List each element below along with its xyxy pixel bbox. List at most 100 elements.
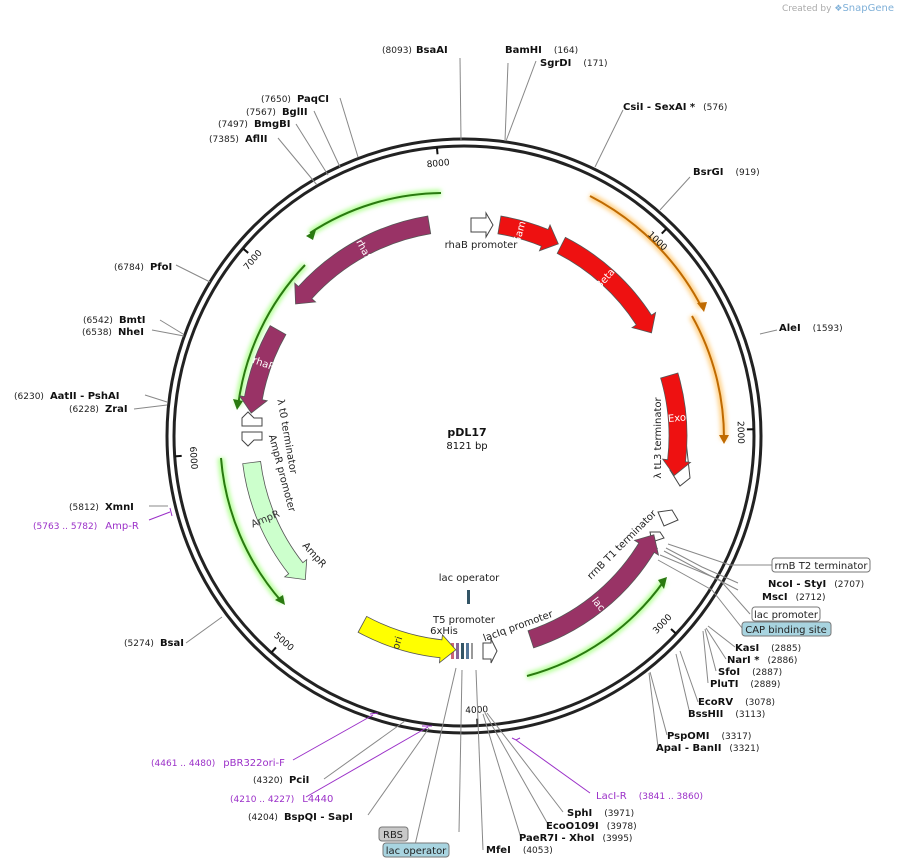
- laciq-promoter-arrow: [482, 638, 498, 664]
- site-pos-bspqi: (4204): [248, 813, 278, 823]
- svg-text:(6228)ZraI: (6228) ZraI: [69, 404, 128, 415]
- svg-text:MscI(2712): MscI (2712): [762, 592, 826, 603]
- leader-lines: [133, 57, 778, 851]
- site-pos-pfoi: (6784): [114, 263, 144, 273]
- site-pos-pluti: (2889): [750, 680, 780, 690]
- svg-text:(5763 .. 5782)Amp-R: (5763 .. 5782) Amp-R: [33, 521, 139, 532]
- boxed-labels: rrnB T2 terminator lac promoter CAP bind…: [378, 557, 871, 858]
- site-csii-sexai: CsiI - SexAI *: [623, 102, 696, 113]
- feature-laci-arrow: [527, 534, 660, 649]
- site-mfei: MfeI: [486, 845, 511, 856]
- tick-label: 5000: [271, 631, 295, 654]
- svg-text:(6538)NheI: (6538) NheI: [82, 327, 144, 338]
- lac-promoter-box: lac promoter: [754, 610, 819, 621]
- primer-labels: LacI-R (3841 .. 3860) (4210 .. 4227)L4440…: [33, 521, 703, 805]
- feature-gam-arrow: [497, 215, 559, 252]
- svg-text:(4461 .. 4480)pBR322ori-F: (4461 .. 4480)pBR322ori-F: [151, 758, 285, 769]
- primer-range-amp-r: (5763 .. 5782): [33, 522, 97, 532]
- tick-label: 3000: [651, 612, 674, 636]
- tick-mark: [661, 227, 668, 235]
- lac-operator-mark: [467, 590, 470, 604]
- site-pos-nhei: (6538): [82, 328, 112, 338]
- credit-prefix: Created by: [781, 4, 832, 14]
- svg-text:(6230)AatII - PshAI: (6230)AatII - PshAI: [14, 391, 119, 402]
- svg-text:CsiI - SexAI *(576): CsiI - SexAI *(576): [623, 102, 727, 113]
- svg-text:AleI(1593): AleI(1593): [779, 323, 843, 334]
- svg-text:SfoI(2887): SfoI(2887): [718, 667, 782, 678]
- svg-text:(4320)PciI: (4320) PciI: [253, 775, 309, 786]
- site-pos-bsai: (5274): [124, 639, 154, 649]
- site-bsshii: BssHII: [688, 709, 723, 720]
- site-pos-aflii: (7385): [209, 135, 239, 145]
- site-pos-bsshii: (3113): [735, 710, 765, 720]
- site-bsai: BsaI: [160, 638, 184, 649]
- site-sfoi: SfoI: [718, 667, 740, 678]
- site-pluti: PluTI: [710, 679, 738, 690]
- primer-range-laci-r: (3841 .. 3860): [639, 792, 703, 802]
- site-zrai: ZraI: [105, 404, 128, 415]
- site-kasi: KasI: [735, 643, 759, 654]
- site-xmni: XmnI: [105, 502, 134, 513]
- svg-text:(5274)BsaI: (5274) BsaI: [124, 638, 184, 649]
- svg-text:LacI-R(3841 .. 3860): LacI-R (3841 .. 3860): [596, 791, 703, 802]
- site-pos-bglii: (7567): [246, 108, 276, 118]
- site-pos-pcii: (4320): [253, 776, 283, 786]
- site-pos-pspomi: (3317): [721, 732, 751, 742]
- feature-ampr-arrow: [242, 460, 308, 581]
- t5-promoter-label: T5 promoter: [432, 615, 496, 626]
- svg-text:(4204)BspQI - SapI: (4204) BspQI - SapI: [248, 812, 353, 823]
- site-pos-mfei: (4053): [523, 846, 553, 856]
- feature-ori-arrow: [357, 615, 457, 664]
- svg-text:MfeI(4053): MfeI (4053): [486, 845, 553, 856]
- site-pcii: PciI: [289, 775, 309, 786]
- primer-laci-r: LacI-R: [596, 791, 627, 802]
- rhab-promoter-label: rhaB promoter: [445, 240, 519, 251]
- plasmid-name: pDL17: [447, 426, 486, 439]
- lac-operator-box: lac operator: [386, 846, 447, 857]
- svg-text:BsrGI(919): BsrGI(919): [693, 167, 760, 178]
- site-pos-sgrdi: (171): [583, 59, 607, 69]
- svg-text:PspOMI(3317): PspOMI(3317): [667, 731, 751, 742]
- site-nhei: NheI: [118, 327, 144, 338]
- site-pos-sphi: (3971): [604, 809, 634, 819]
- site-bamhi: BamHI: [505, 45, 542, 56]
- site-pos-zrai: (6228): [69, 405, 99, 415]
- svg-text:(7497)BmgBI: (7497)BmgBI: [218, 119, 290, 130]
- site-pos-bsaai: (8093): [382, 46, 412, 56]
- primer-amp-r: Amp-R: [105, 521, 139, 532]
- tick-mark: [670, 628, 677, 635]
- site-aflii: AflII: [245, 134, 268, 145]
- lambda-tl3-terminator-label: λ tL3 terminator: [653, 396, 664, 478]
- site-pos-aatii: (6230): [14, 392, 44, 402]
- site-pos-xmni: (5812): [69, 503, 99, 513]
- site-bmti: BmtI: [119, 315, 146, 326]
- svg-text:PaeR7I - XhoI(3995): PaeR7I - XhoI(3995): [519, 833, 632, 844]
- rrnb-t2-terminator-box: rrnB T2 terminator: [774, 561, 868, 572]
- tick-mark: [435, 147, 439, 155]
- site-pos-paqci: (7650): [261, 95, 291, 105]
- site-pos-ecorv: (3078): [745, 698, 775, 708]
- site-pos-apai: (3321): [729, 744, 759, 754]
- feature-beta-arrow: [556, 236, 657, 334]
- feature-exo-label: Exo: [668, 413, 687, 425]
- site-pos-ecoo109i: (3978): [607, 822, 637, 832]
- feature-ori-label: ori: [391, 635, 405, 651]
- svg-text:EcoRV(3078): EcoRV(3078): [698, 697, 775, 708]
- site-bmgbi: BmgBI: [254, 119, 291, 130]
- svg-text:KasI(2885): KasI(2885): [735, 643, 801, 654]
- plasmid-length: 8121 bp: [446, 441, 487, 452]
- svg-text:(6784)PfoI: (6784)PfoI: [114, 262, 172, 273]
- site-msci: MscI: [762, 592, 788, 603]
- svg-text:SgrDI(171): SgrDI(171): [540, 58, 608, 69]
- site-pos-alei: (1593): [813, 324, 843, 334]
- svg-text:(4210 .. 4227)L4440: (4210 .. 4227)L4440: [230, 794, 333, 805]
- svg-text:SphI(3971): SphI(3971): [567, 808, 634, 819]
- primer-pbr322ori-f: pBR322ori-F: [223, 758, 285, 769]
- svg-text:NarI *(2886): NarI *(2886): [727, 655, 797, 666]
- tick-label: 8000: [426, 158, 450, 170]
- tick-label: 4000: [465, 705, 489, 716]
- primer-l4440: L4440: [302, 794, 333, 805]
- site-pos-msci: (2712): [796, 593, 826, 603]
- site-bspqi-sapi: BspQI - SapI: [284, 812, 353, 823]
- site-bsaai: BsaAI: [416, 45, 448, 56]
